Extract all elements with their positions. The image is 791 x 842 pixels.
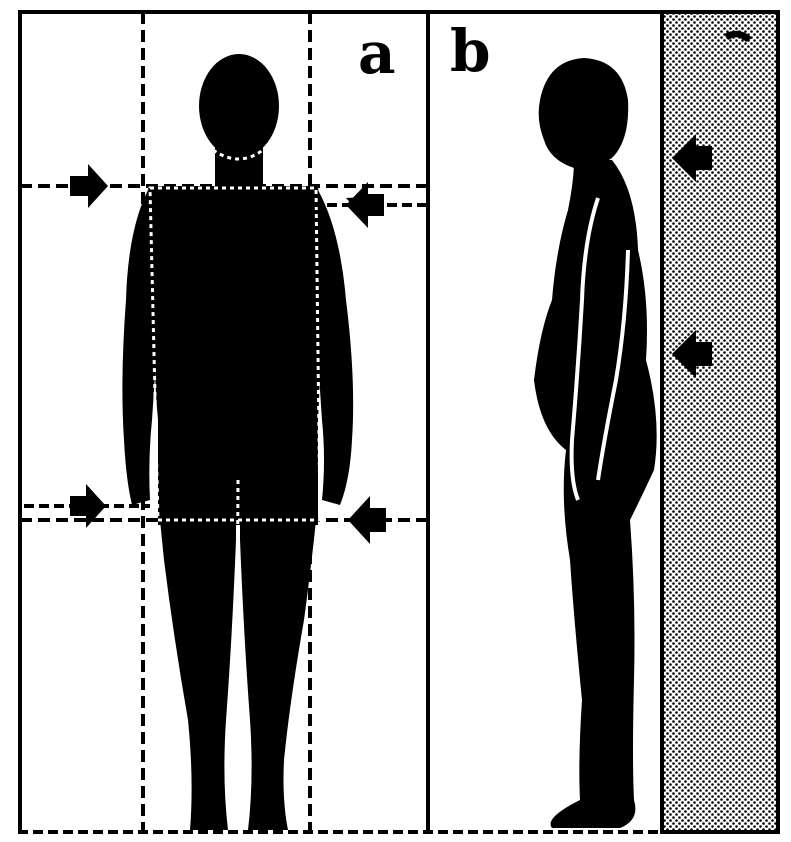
arrow-right-icon bbox=[70, 164, 108, 208]
arrow-left-icon bbox=[348, 496, 386, 544]
side-figure bbox=[534, 58, 657, 828]
panel-label-a: a bbox=[358, 24, 396, 82]
wall bbox=[662, 12, 778, 832]
panel-label-b: b bbox=[450, 22, 491, 80]
